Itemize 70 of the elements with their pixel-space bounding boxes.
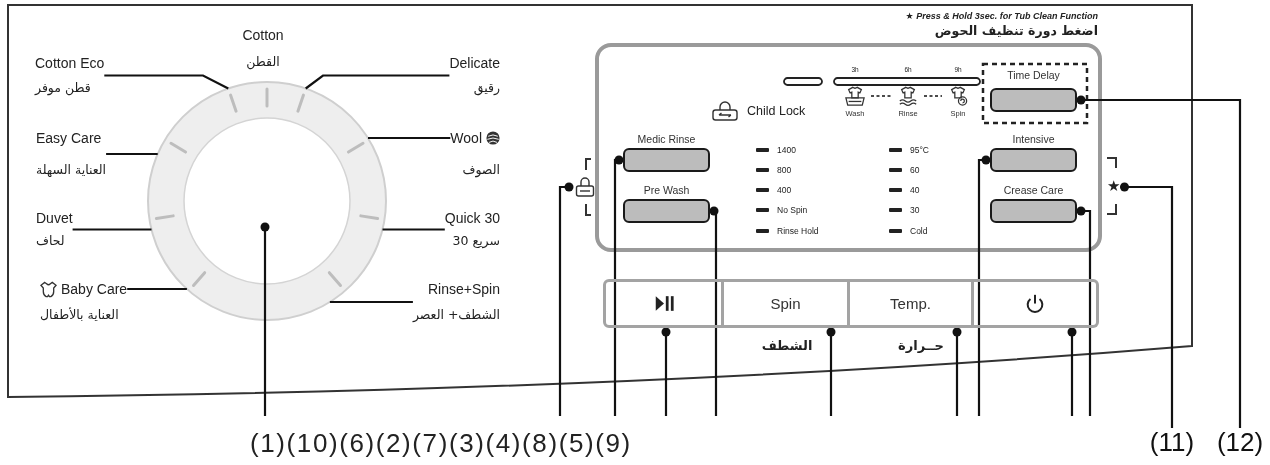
speed-option: No Spin — [777, 205, 808, 215]
leader-line — [382, 228, 445, 231]
function-label: Pre Wash — [643, 184, 690, 196]
leader-line — [1120, 182, 1174, 428]
callout-numbers: (1)(10)(6)(2)(7)(3)(4)(8)(5)(9) — [250, 428, 632, 459]
temperature-option: 95°C — [910, 145, 929, 155]
speed-option: 800 — [777, 165, 792, 175]
program-label: Rinse+Spin — [428, 281, 500, 297]
leader-line — [661, 327, 671, 416]
leader-line — [305, 74, 450, 90]
leader-line — [368, 136, 451, 140]
leader-line — [72, 228, 152, 231]
program-label: Delicate — [449, 55, 500, 71]
program-label: Baby Care — [61, 281, 128, 297]
function-label: Intensive — [1012, 133, 1055, 145]
program-label: Quick 30 — [444, 210, 500, 226]
instruction-note: اضغط دورة تنظيف الحوض — [934, 23, 1098, 38]
leader-line — [260, 222, 270, 416]
callout-number: (11) — [1149, 428, 1195, 456]
leader-line — [826, 327, 836, 416]
function-label: Crease Care — [1003, 184, 1064, 196]
callout-number: (12) — [1216, 428, 1264, 456]
lock-icon — [573, 157, 597, 217]
leader-line — [1067, 327, 1077, 416]
arabic-label: العناية بالأطفال — [40, 307, 119, 323]
leader-line — [613, 155, 624, 416]
panel-button — [603, 279, 724, 328]
program-label: Duvet — [36, 210, 73, 226]
arabic-caption: الشطف — [761, 337, 813, 354]
leader-line — [1076, 206, 1092, 416]
leader-line — [1076, 95, 1242, 428]
leader-line — [106, 152, 158, 156]
function-label: Medic Rinse — [637, 133, 696, 145]
dashed-line — [923, 95, 943, 97]
leader-line — [558, 182, 574, 416]
temperature-option: 30 — [910, 205, 920, 215]
program-label: Cotton — [242, 27, 284, 44]
program-label: Wool — [450, 130, 482, 146]
dashed-line — [870, 95, 893, 97]
leader-line — [329, 300, 413, 304]
program-label: Easy Care — [36, 130, 102, 146]
instruction-note: ★ Press & Hold 3sec. for Tub Clean Function — [905, 11, 1098, 22]
leader-line — [952, 327, 962, 416]
arabic-label: العناية السهلة — [36, 162, 107, 178]
speed-option: Rinse Hold — [777, 226, 819, 236]
indicator-label: Child Lock — [747, 104, 806, 119]
leader-line — [709, 206, 719, 416]
arabic-label: القطن — [246, 54, 280, 69]
arabic-label: سريع 30 — [452, 233, 500, 249]
leader-line — [977, 155, 991, 416]
arabic-label: الشطف+ العصر — [412, 307, 500, 323]
temperature-option: Cold — [910, 226, 928, 236]
arabic-label: لحاف — [36, 233, 65, 249]
speed-option: 400 — [777, 185, 792, 195]
arabic-label: رقيق — [473, 80, 500, 96]
arabic-caption: حــرارة — [898, 337, 944, 354]
arabic-label: الصوف — [462, 162, 500, 178]
temperature-option: 40 — [910, 185, 920, 195]
function-label: Time Delay — [1007, 69, 1060, 81]
speed-option: 1400 — [777, 145, 796, 155]
leader-line — [127, 287, 187, 291]
panel-button — [974, 279, 1099, 328]
program-dial — [146, 80, 388, 322]
star-symbol: ★ — [1107, 178, 1121, 194]
temperature-option: 60 — [910, 165, 920, 175]
panel-button: Temp. — [850, 279, 974, 328]
panel-button: Spin — [724, 279, 850, 328]
leader-line — [104, 74, 229, 90]
program-label: Cotton Eco — [35, 55, 105, 71]
arabic-label: قطن موفر — [35, 80, 91, 96]
